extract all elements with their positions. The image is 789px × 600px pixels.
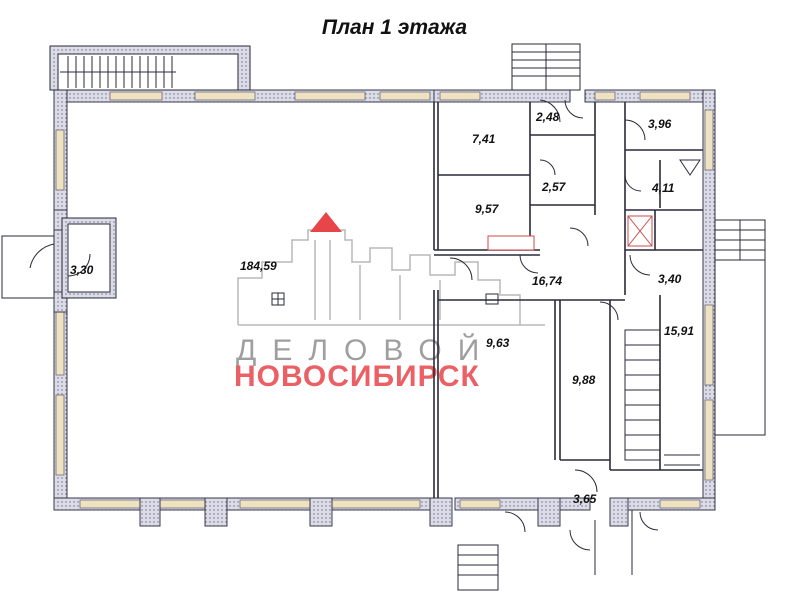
left-vestibule (1, 217, 117, 299)
right-annex (714, 219, 766, 436)
doors (449, 99, 659, 551)
room-label-vestibule: 3,30 (70, 263, 94, 277)
room-label-248: 2,48 (535, 110, 560, 124)
room-label-957: 9,57 (475, 202, 500, 216)
interior-walls (433, 102, 703, 498)
pilasters (53, 209, 629, 527)
page-title: План 1 этажа (321, 16, 468, 39)
top-porch-stair (511, 43, 581, 91)
room-label-340: 3,40 (658, 272, 682, 286)
room-label-741: 7,41 (472, 132, 496, 146)
watermark-roof-icon (310, 212, 342, 232)
top-left-stair (49, 45, 251, 91)
watermark-skyline (237, 229, 545, 326)
room-label-365: 3,65 (573, 492, 597, 506)
main-stairs (624, 329, 700, 466)
windows (55, 91, 714, 509)
room-label-257: 2,57 (541, 180, 567, 194)
room-label-963: 9,63 (486, 336, 510, 350)
fixtures (271, 159, 701, 306)
room-label-1674: 16,74 (532, 274, 562, 288)
room-label-988: 9,88 (572, 373, 596, 387)
room-labels: 184,59 3,30 7,41 2,48 3,96 2,57 9,57 4,1… (70, 110, 694, 506)
room-label-411: 4,11 (651, 181, 675, 195)
room-label-396: 3,96 (648, 117, 672, 131)
watermark-line2: НОВОСИБИРСК (234, 360, 480, 393)
room-label-hall: 184,59 (240, 259, 277, 273)
room-label-1591: 15,91 (664, 324, 694, 338)
bottom-steps (457, 510, 633, 591)
